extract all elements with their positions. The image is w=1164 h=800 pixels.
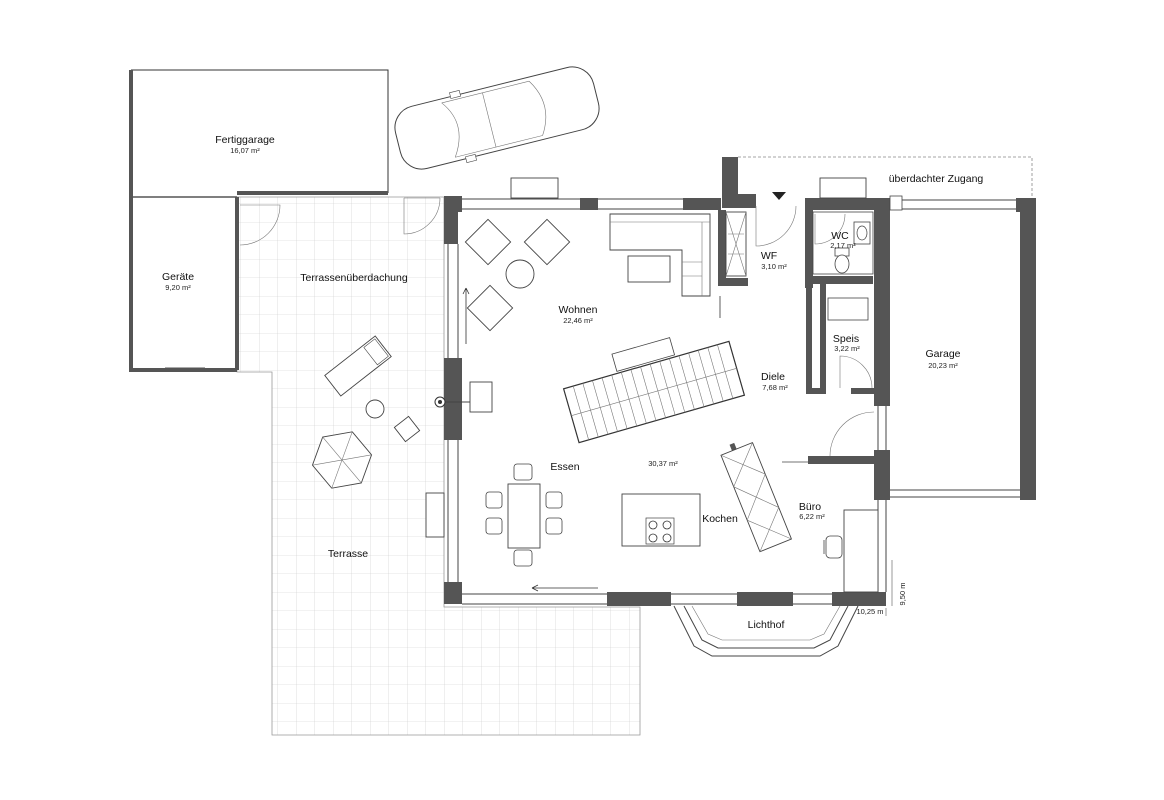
area-fertiggarage: 16,07 m² <box>230 146 260 155</box>
label-garage: Garage <box>925 348 960 360</box>
area-garage: 20,23 m² <box>928 361 958 370</box>
diele-door <box>829 411 875 457</box>
terrace-door <box>403 197 441 235</box>
label-terrassenueberdachung: Terrassenüberdachung <box>300 272 408 284</box>
dimension-width: 10,25 m <box>856 607 883 616</box>
parasol-icon <box>311 431 373 489</box>
area-wf: 3,10 m² <box>761 262 787 271</box>
label-kochen: Kochen <box>702 513 738 525</box>
wc-door <box>814 213 846 245</box>
area-wc: 2,17 m² <box>830 241 856 250</box>
window-sill <box>819 177 867 199</box>
sink-icon <box>853 221 871 245</box>
coffee-table-icon <box>627 255 671 283</box>
label-wf: WF <box>761 250 777 262</box>
armchair-icon <box>464 218 571 332</box>
area-speis: 3,22 m² <box>834 344 860 353</box>
desk-chair-icon <box>823 535 843 559</box>
area-diele: 7,68 m² <box>762 383 788 392</box>
dimension-depth: 9,50 m <box>898 583 907 606</box>
kitchen-counter <box>720 441 793 553</box>
area-buero: 6,22 m² <box>799 512 825 521</box>
window-sill <box>510 177 559 199</box>
utility-closet <box>725 211 747 277</box>
label-wc: WC <box>831 230 849 242</box>
desk-icon <box>843 509 879 593</box>
label-essen: Essen <box>550 461 579 473</box>
toilet-icon <box>834 247 850 274</box>
terrace-table-icon <box>365 399 385 419</box>
prefab-garage <box>129 69 389 372</box>
side-table-icon <box>505 259 535 289</box>
cooktop-icon <box>621 493 701 547</box>
sofa-icon <box>609 213 711 297</box>
label-terrasse: Terrasse <box>328 548 368 560</box>
area-wohnen: 22,46 m² <box>563 316 593 325</box>
area-geraete: 9,20 m² <box>165 283 191 292</box>
dimension-lines <box>885 560 893 616</box>
fireplace-icon <box>434 381 493 413</box>
label-buero: Büro <box>799 501 821 513</box>
label-diele: Diele <box>761 371 785 383</box>
area-common: 30,37 m² <box>648 459 678 468</box>
car-icon <box>394 66 600 170</box>
room-labels: Fertiggarage 16,07 m² Geräte 9,20 m² Ter… <box>162 134 983 631</box>
label-geraete: Geräte <box>162 271 194 283</box>
label-lichthof: Lichthof <box>748 619 785 631</box>
label-wohnen: Wohnen <box>559 304 598 316</box>
dining-table-icon <box>485 463 563 567</box>
terrace-paving <box>236 196 641 736</box>
pantry-shelf <box>827 297 869 321</box>
wc-partition <box>812 211 874 275</box>
terrace-stool-icon <box>393 415 421 443</box>
label-speis: Speis <box>833 333 859 345</box>
sliding-arrows <box>462 287 721 592</box>
light-well <box>673 605 859 657</box>
label-fertiggarage: Fertiggarage <box>215 134 275 146</box>
entrance-door <box>755 205 797 247</box>
label-zugang: überdachter Zugang <box>889 173 984 185</box>
stair-icon <box>562 337 746 444</box>
covered-access-outline <box>738 156 1033 196</box>
lounger-icon <box>324 335 392 397</box>
pantry-door <box>839 355 873 389</box>
terrace-bench-icon <box>425 492 445 538</box>
north-arrow-icon <box>772 192 786 200</box>
garage-window <box>889 195 903 211</box>
